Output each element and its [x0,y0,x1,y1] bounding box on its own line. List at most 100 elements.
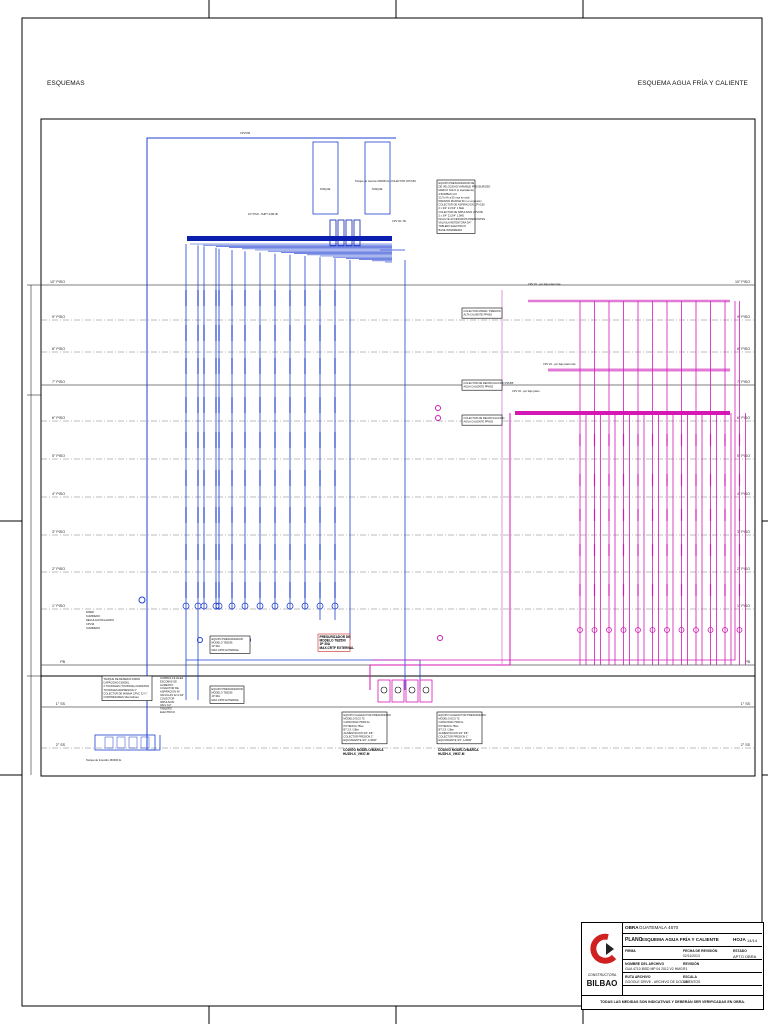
riser-tag [215,397,217,413]
pump-spec-note-line: PRESION MAXIMA 60 m.c.a./presion [439,199,483,203]
riser-tag [274,507,276,523]
riser-tag [637,584,639,596]
title-block: CONSTRUCTORA BILBAO OBRA GUATEMALA 4670 … [581,922,764,1010]
heater-note-1-line: MODELO ECS 75 [344,717,365,721]
riser-tag [218,290,220,306]
riser-tag [593,584,596,596]
riser-tag [622,584,625,596]
riser-tag [709,434,712,446]
dimension-line [27,284,41,775]
heater-note-1-line: CAPACIDAD 75000 lts [344,720,371,724]
riser-tag [724,474,726,486]
riser-tag [218,507,220,523]
riser-tag [274,290,276,306]
riser-tag [622,509,625,521]
riser-tag [259,507,261,523]
riser-tag [289,290,291,306]
heater-unit [405,679,419,703]
riser-tag [319,544,321,560]
riser-tag [231,290,233,306]
cold-manifold [187,236,392,241]
riser-tag [319,358,321,374]
ss-tank-note-line: COLECTOR DE MINIMA CPVC 32 ¼" [104,691,148,695]
level-label: 10° PISO [735,280,750,284]
brand-name: BILBAO [586,979,618,988]
heater-note-1-line: EQUIPO CALEFACTOR PRESURIZADO [344,713,392,717]
riser-tag [695,584,697,596]
pump-spec-note-line: MARCO SOLO (o equivalente) [439,188,475,192]
riser-tag [680,434,683,446]
riser-tag [695,434,697,446]
riser-tag [274,582,276,598]
ruta-row: RUTA ARCHIVO GOOGLE DRIVE - ARCHIVO DE D… [623,973,762,986]
meter-symbol [620,627,627,633]
riser-tag [622,434,625,446]
level-label: 1° SS [741,702,751,706]
riser-tag [724,544,726,556]
level-label: 3° PISO [52,530,65,534]
meter-symbol [707,627,714,633]
riser-tag [319,470,321,486]
ss-column-note: TABLERO [160,707,172,711]
ss-tank-note-line: TANQUE DE RESERVA 150M3 [104,677,141,681]
hot-collector-note-line: ALTA CALIENTE PPH55 [464,313,493,317]
level-label: 2° SS [741,743,751,747]
riser-tag [274,544,276,560]
title-block-footer: TODAS LAS MEDIDAS SON INDICATIVAS Y DEBE… [582,995,763,1009]
level-label: 10° PISO [50,280,65,284]
riser-tag [334,507,336,523]
heater-note-2 [436,711,483,745]
hot-pipe-label: CPV 32 - por bajo plano lote [528,282,561,286]
pump-spec-note-line: INCLUYE ACCESORIOS PRESIONTES [439,217,486,221]
riser-tag [724,584,726,596]
meter-symbol [182,602,190,610]
pb-pressurizer-note [317,633,351,652]
riser-tag [215,470,217,486]
riser-tag [231,544,233,560]
riser-tag [244,582,246,598]
riser-tag [651,584,654,596]
riser-tag [579,434,581,446]
pb-pressurizer-note-line: MAX.CRTF EXTERNAL [320,646,355,650]
riser-tag [637,544,639,556]
riser-tag [218,397,220,413]
riser-tag [244,325,246,341]
riser-tag [680,474,683,486]
valve-symbol [435,415,441,421]
pb-pressurizer-note-line: PRESURIZADOR DE [320,635,351,639]
riser-tag [185,544,187,560]
heater-pump [422,686,430,694]
level-label: 2° PISO [52,567,65,571]
riser-tag [289,470,291,486]
riser-tag [738,434,741,446]
level-label: 4° PISO [737,492,750,496]
riser-tag [651,474,654,486]
hot-pipe-label: CPV 32 - por bajo plano lote [543,362,576,366]
riser-tag [231,325,233,341]
riser-tag [304,397,306,413]
riser-tag [334,397,336,413]
ss-tank-note-line: 2 TOUPAGES (TOUPAGE) 2x3MAXM3 [104,684,150,688]
meter-symbol [591,627,598,633]
riser-tag [289,325,291,341]
heater-note-2-line: BT 2,5 / 1Bar [439,727,454,731]
riser-tag [651,509,654,521]
pump-spec-note-line: 4 BOMBAS C/U [439,192,458,196]
floor-note: 10° PISO - 5HPT 4,0M-3ft [248,212,278,216]
riser-tag [709,584,712,596]
riser-tag [244,432,246,448]
riser-tag [203,432,205,448]
riser-tag [203,544,205,560]
archivo-label: NOMBRE DEL ARCHIVO [625,962,665,966]
riser-tag [197,507,199,523]
heater-unit [391,679,405,703]
meter-symbol [301,602,309,610]
heater-pump [380,686,388,694]
plano-label: PLANO [625,937,643,943]
riser-tag [579,544,581,556]
heater-note-1-line: EQUIVALENTE 3/4", 1/4000" [344,738,378,742]
pump-spec-note-line: EQUIPO PRESURIZADOR DE [439,181,475,185]
riser-tag [334,582,336,598]
